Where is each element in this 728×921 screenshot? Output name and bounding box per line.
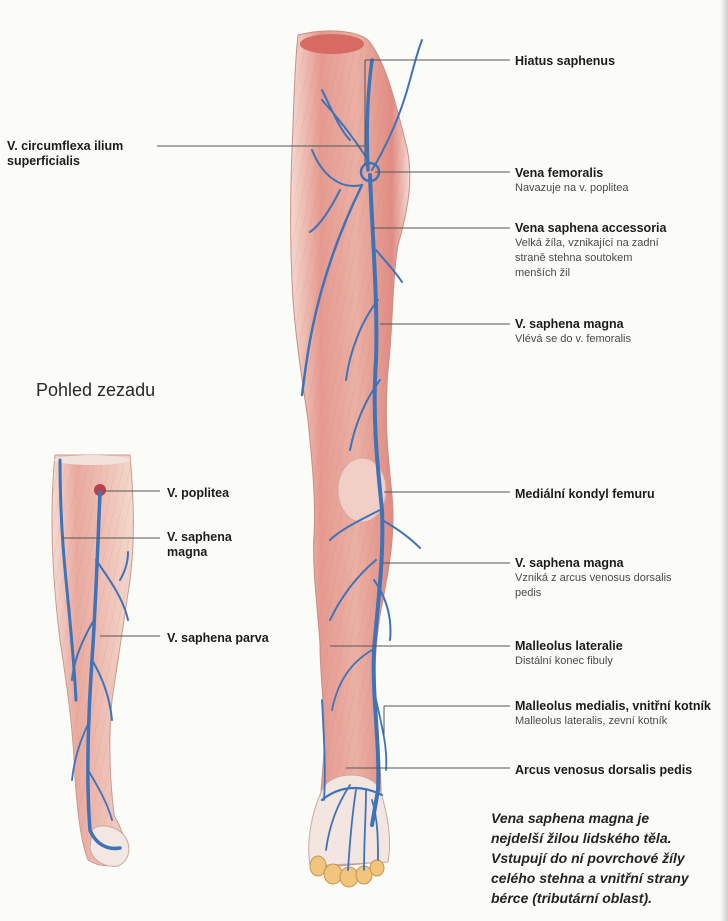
label-v-poplitea: V. poplitea	[167, 484, 229, 502]
back-leg	[52, 455, 133, 866]
label-medialni-kondyl-text: Mediální kondyl femuru	[515, 487, 655, 501]
label-circumflexa-line2: superficialis	[7, 154, 123, 169]
label-vena-femoralis-desc: Navazuje na v. poplitea	[515, 181, 629, 196]
label-malleolus-lateralie: Malleolus lateralie Distální konec fibul…	[515, 639, 623, 669]
label-malleolus-medialis-desc: Malleolus lateralis, zevní kotník	[515, 714, 711, 729]
label-v-saphena-magna-back: V. saphena magna	[167, 530, 232, 560]
label-circumflexa: V. circumflexa ilium superficialis	[7, 139, 123, 169]
back-cut-top	[54, 455, 130, 465]
caption-line-1: Vena saphena magna je	[491, 808, 726, 828]
label-saphena-accessoria-title: Vena saphena accessoria	[515, 221, 666, 236]
label-vena-femoralis-title: Vena femoralis	[515, 166, 629, 181]
leader-lines	[62, 60, 510, 768]
label-saphena-accessoria: Vena saphena accessoria Velká žíla, vzni…	[515, 221, 666, 281]
back-view-heading: Pohled zezadu	[36, 380, 155, 401]
label-arcus-venosus-text: Arcus venosus dorsalis pedis	[515, 763, 692, 777]
label-saphena-magna-lower-title: V. saphena magna	[515, 556, 672, 571]
label-hiatus-saphenus: Hiatus saphenus	[515, 52, 615, 70]
label-saphena-accessoria-desc-3: menších žil	[515, 266, 666, 281]
label-saphena-magna-lower-desc-1: Vzniká z arcus venosus dorsalis	[515, 571, 672, 586]
label-vena-femoralis: Vena femoralis Navazuje na v. poplitea	[515, 166, 629, 196]
label-arcus-venosus: Arcus venosus dorsalis pedis	[515, 761, 692, 779]
label-saphena-magna-upper-desc: Vlévá se do v. femoralis	[515, 332, 631, 347]
front-leg	[291, 31, 422, 887]
label-hiatus-saphenus-text: Hiatus saphenus	[515, 54, 615, 68]
label-saphena-magna-lower: V. saphena magna Vzniká z arcus venosus …	[515, 556, 672, 601]
caption-line-5: bérce (tributární oblast).	[491, 888, 726, 908]
label-saphena-accessoria-desc-1: Velká žíla, vznikající na zadní	[515, 236, 666, 251]
label-v-saphena-parva: V. saphena parva	[167, 629, 269, 647]
label-saphena-magna-upper: V. saphena magna Vlévá se do v. femorali…	[515, 317, 631, 347]
page-edge-shadow	[720, 0, 728, 921]
label-medialni-kondyl: Mediální kondyl femuru	[515, 485, 655, 503]
label-v-saphena-magna-back-line1: V. saphena	[167, 530, 232, 545]
caption: Vena saphena magna je nejdelší žilou lid…	[491, 808, 726, 908]
cut-muscle-top	[300, 34, 364, 54]
label-malleolus-medialis: Malleolus medialis, vnitřní kotník Malle…	[515, 699, 711, 729]
label-v-saphena-parva-text: V. saphena parva	[167, 631, 269, 645]
label-v-saphena-magna-back-line2: magna	[167, 545, 232, 560]
caption-line-2: nejdelší žilou lidského těla.	[491, 828, 726, 848]
label-malleolus-medialis-title: Malleolus medialis, vnitřní kotník	[515, 699, 711, 714]
label-saphena-magna-upper-title: V. saphena magna	[515, 317, 631, 332]
caption-line-4: celého stehna a vnitřní strany	[491, 868, 726, 888]
label-saphena-accessoria-desc-2: straně stehna soutokem	[515, 251, 666, 266]
label-malleolus-lateralie-title: Malleolus lateralie	[515, 639, 623, 654]
caption-line-3: Vstupují do ní povrchové žíly	[491, 848, 726, 868]
label-saphena-magna-lower-desc-2: pedis	[515, 586, 672, 601]
label-v-poplitea-text: V. poplitea	[167, 486, 229, 500]
label-malleolus-lateralie-desc: Distální konec fibuly	[515, 654, 623, 669]
label-circumflexa-line1: V. circumflexa ilium	[7, 139, 123, 154]
